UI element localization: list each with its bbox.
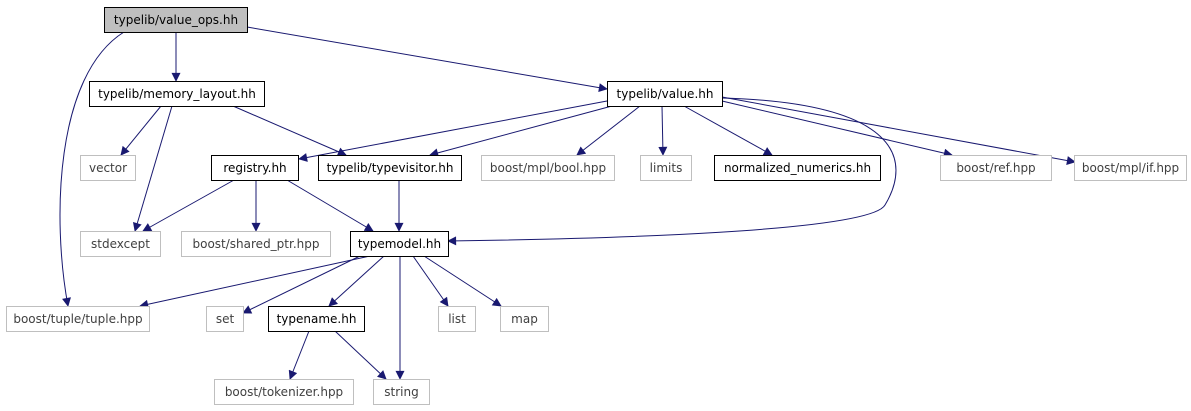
node-limits[interactable]: limits (640, 155, 692, 181)
node-box (373, 379, 430, 405)
node-box (89, 81, 265, 107)
edge-value-to-ref (721, 100, 953, 158)
node-label: typelib/typevisitor.hh (327, 161, 454, 175)
edge-registry-to-stdexcept (142, 179, 235, 232)
node-string[interactable]: string (373, 379, 430, 405)
node-tuple[interactable]: boost/tuple/tuple.hpp (6, 306, 150, 332)
node-label: limits (650, 161, 683, 175)
edge-value-to-limits (658, 105, 668, 156)
node-ref[interactable]: boost/ref.hpp (940, 155, 1052, 181)
edge-value-to-normalized_numerics (683, 105, 773, 156)
node-label: string (384, 385, 418, 399)
node-box (350, 231, 449, 257)
edge-typemodel-to-tuple (139, 255, 371, 309)
edge-value-to-typevisitor (429, 105, 613, 158)
node-box (1074, 155, 1187, 181)
node-box (80, 231, 161, 257)
node-label: map (511, 312, 538, 326)
node-box (318, 155, 462, 181)
edge-value-to-typemodel (447, 97, 897, 246)
dependency-nodes: typelib/value_ops.hh typelib/memory_layou… (6, 7, 1187, 405)
node-box (481, 155, 615, 181)
node-map[interactable]: map (500, 306, 549, 332)
node-label: set (216, 312, 235, 326)
node-box (500, 306, 549, 332)
edge-typemodel-to-typename (328, 255, 385, 307)
edge-value-to-registry (298, 100, 608, 162)
node-label: boost/ref.hpp (956, 161, 1035, 175)
node-label: typename.hh (277, 312, 357, 326)
node-label: boost/mpl/bool.hpp (490, 161, 606, 175)
node-box (80, 155, 136, 181)
dependency-edges (59, 26, 1076, 380)
edge-value_ops-to-tuple (59, 31, 125, 307)
node-typemodel[interactable]: typemodel.hh (350, 231, 449, 257)
node-label: boost/shared_ptr.hpp (193, 237, 320, 251)
edge-typemodel-to-map (423, 255, 502, 307)
node-box (640, 155, 692, 181)
node-stdexcept[interactable]: stdexcept (80, 231, 161, 257)
node-label: registry.hh (223, 161, 286, 175)
node-mpl-bool[interactable]: boost/mpl/bool.hpp (481, 155, 615, 181)
node-tokenizer[interactable]: boost/tokenizer.hpp (214, 379, 354, 405)
node-set[interactable]: set (206, 306, 244, 332)
edge-typemodel-to-list (412, 255, 449, 307)
node-label: boost/tuple/tuple.hpp (13, 312, 142, 326)
node-normalized-numerics[interactable]: normalized_numerics.hh (714, 155, 881, 181)
edge-memory_layout-to-typevisitor (232, 105, 347, 156)
node-label: list (448, 312, 466, 326)
node-box (214, 379, 354, 405)
edge-typename-to-string (334, 330, 387, 380)
node-box (268, 306, 365, 332)
node-memory-layout[interactable]: typelib/memory_layout.hh (89, 81, 265, 107)
node-shared-ptr[interactable]: boost/shared_ptr.hpp (181, 231, 331, 257)
node-vector[interactable]: vector (80, 155, 136, 181)
node-list[interactable]: list (438, 306, 476, 332)
node-typename[interactable]: typename.hh (268, 306, 365, 332)
node-box (206, 306, 244, 332)
edge-typemodel-to-set (242, 255, 361, 314)
edge-value-to-mpl_if (721, 96, 1076, 165)
node-box (940, 155, 1052, 181)
node-label: boost/tokenizer.hpp (225, 385, 343, 399)
node-registry[interactable]: registry.hh (211, 155, 299, 181)
node-box (607, 81, 723, 107)
node-label: normalized_numerics.hh (724, 161, 871, 175)
node-box (6, 306, 150, 332)
node-box (714, 155, 881, 181)
node-label: typelib/value.hh (617, 87, 714, 101)
node-label: typelib/value_ops.hh (114, 13, 238, 27)
node-box (104, 7, 248, 33)
node-box (181, 231, 331, 257)
node-label: boost/mpl/if.hpp (1082, 161, 1179, 175)
node-value-ops[interactable]: typelib/value_ops.hh (104, 7, 248, 33)
node-label: typelib/memory_layout.hh (98, 87, 256, 101)
node-box (211, 155, 299, 181)
node-label: typemodel.hh (358, 237, 441, 251)
node-box (438, 306, 476, 332)
node-typevisitor[interactable]: typelib/typevisitor.hh (318, 155, 462, 181)
node-label: stdexcept (91, 237, 150, 251)
edge-value-to-mpl_bool (576, 105, 641, 156)
edge-typename-to-tokenizer (288, 330, 310, 380)
edge-value_ops-to-value (246, 26, 608, 93)
edge-memory_layout-to-vector (120, 105, 162, 156)
node-mpl-if[interactable]: boost/mpl/if.hpp (1074, 155, 1187, 181)
edge-registry-to-typemodel (286, 179, 374, 232)
node-label: vector (89, 161, 127, 175)
edge-memory_layout-to-stdexcept (132, 105, 173, 232)
node-value[interactable]: typelib/value.hh (607, 81, 723, 107)
